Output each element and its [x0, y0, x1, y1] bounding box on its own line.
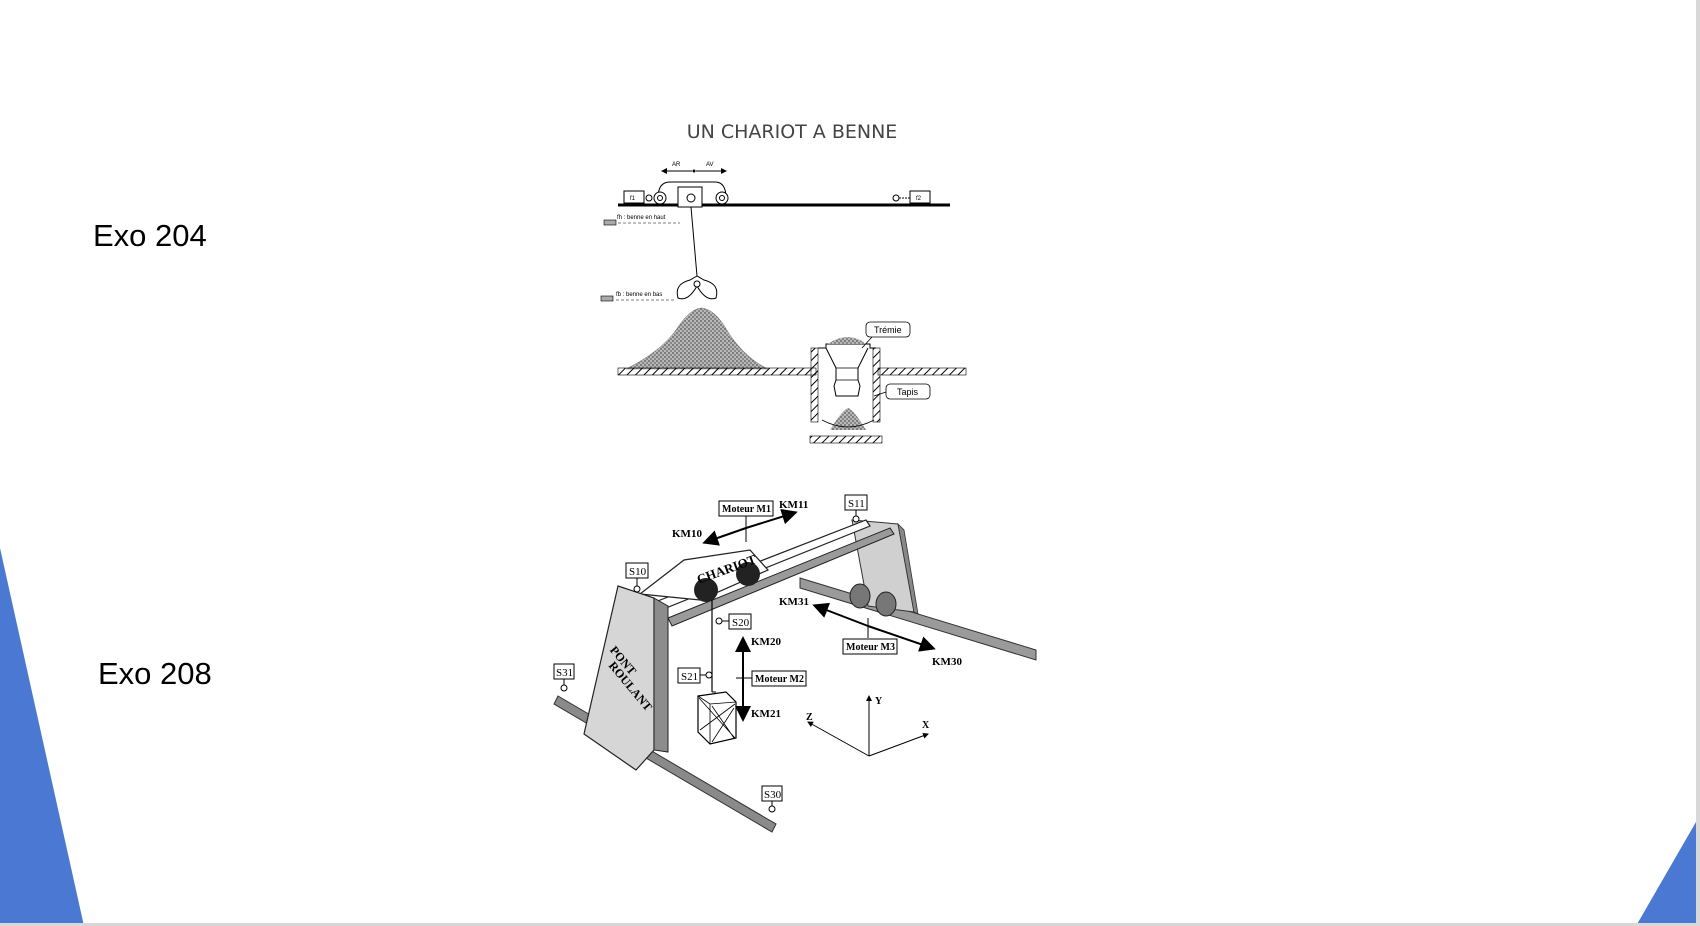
tremie-label: Trémie [874, 325, 902, 335]
axis-z-label: Z [806, 712, 813, 723]
chariot-body [638, 549, 770, 601]
exo-208-label: Exo 208 [98, 656, 212, 691]
km30-label: KM30 [932, 656, 962, 668]
axis-x [868, 732, 929, 757]
ar-label: AR [672, 162, 681, 168]
s20-label: S20 [732, 617, 750, 629]
km11-arrow [745, 508, 798, 529]
axis-z [807, 721, 870, 757]
axis-x-label: X [922, 720, 930, 731]
km21-label: KM21 [751, 708, 781, 720]
moteur-m3-label: Moteur M3 [846, 642, 895, 653]
s20-box [728, 613, 752, 630]
material-pile [625, 307, 769, 370]
km10-arrow [702, 527, 747, 546]
slide-border-bottom [0, 923, 1700, 926]
pit-wall-left [810, 347, 819, 423]
km30-arrow [867, 625, 936, 652]
fb-sensor [600, 295, 614, 302]
moteur-m2-box [751, 670, 807, 687]
pont-wheel-1 [849, 583, 871, 609]
fb-label: fb : benne en bas [616, 292, 662, 298]
diagram-title: UN CHARIOT A BENNE [686, 121, 898, 143]
moteur-m3-box [842, 638, 898, 655]
axis-y-label: Y [875, 696, 883, 707]
s30-label: S30 [764, 789, 782, 801]
km11-label: KM11 [779, 499, 808, 511]
tapis-callout [885, 383, 931, 400]
accent-triangle-right [1636, 815, 1700, 926]
tapis-pile [830, 408, 866, 430]
exo-204-label: Exo 204 [93, 218, 207, 253]
pit-floor [809, 435, 883, 444]
km31-arrow [812, 602, 869, 627]
s31-label: S31 [556, 667, 573, 679]
av-label: AV [706, 162, 714, 168]
f2-sensor [909, 190, 931, 204]
pont-wheel-2 [875, 591, 897, 617]
rail-back [799, 577, 1037, 661]
km10-label: KM10 [672, 528, 702, 540]
moteur-m2-label: Moteur M2 [755, 674, 804, 685]
km20-label: KM20 [751, 636, 781, 648]
s10-label: S10 [629, 566, 647, 578]
f1-sensor [623, 190, 645, 204]
slide-border-right [1696, 0, 1700, 926]
km31-label: KM31 [779, 596, 809, 608]
fh-label: fh : benne en haut [617, 215, 666, 221]
pillar-left [583, 585, 655, 771]
tapis-label: Tapis [897, 387, 919, 397]
fh-sensor [603, 219, 617, 226]
chariot-wheel-a [694, 578, 718, 602]
chariot-wheel-b [736, 562, 760, 586]
accent-triangle-left [0, 548, 84, 926]
pit-wall-right [872, 347, 881, 423]
tremie-callout [865, 321, 911, 338]
s11-label: S11 [848, 498, 865, 510]
f2-label: f2 [916, 196, 922, 202]
bucket-cable [690, 206, 698, 277]
chariot-frame [657, 181, 727, 199]
f1-label: f1 [630, 196, 636, 202]
s21-label: S21 [681, 671, 698, 683]
moteur-m1-label: Moteur M1 [722, 504, 771, 515]
